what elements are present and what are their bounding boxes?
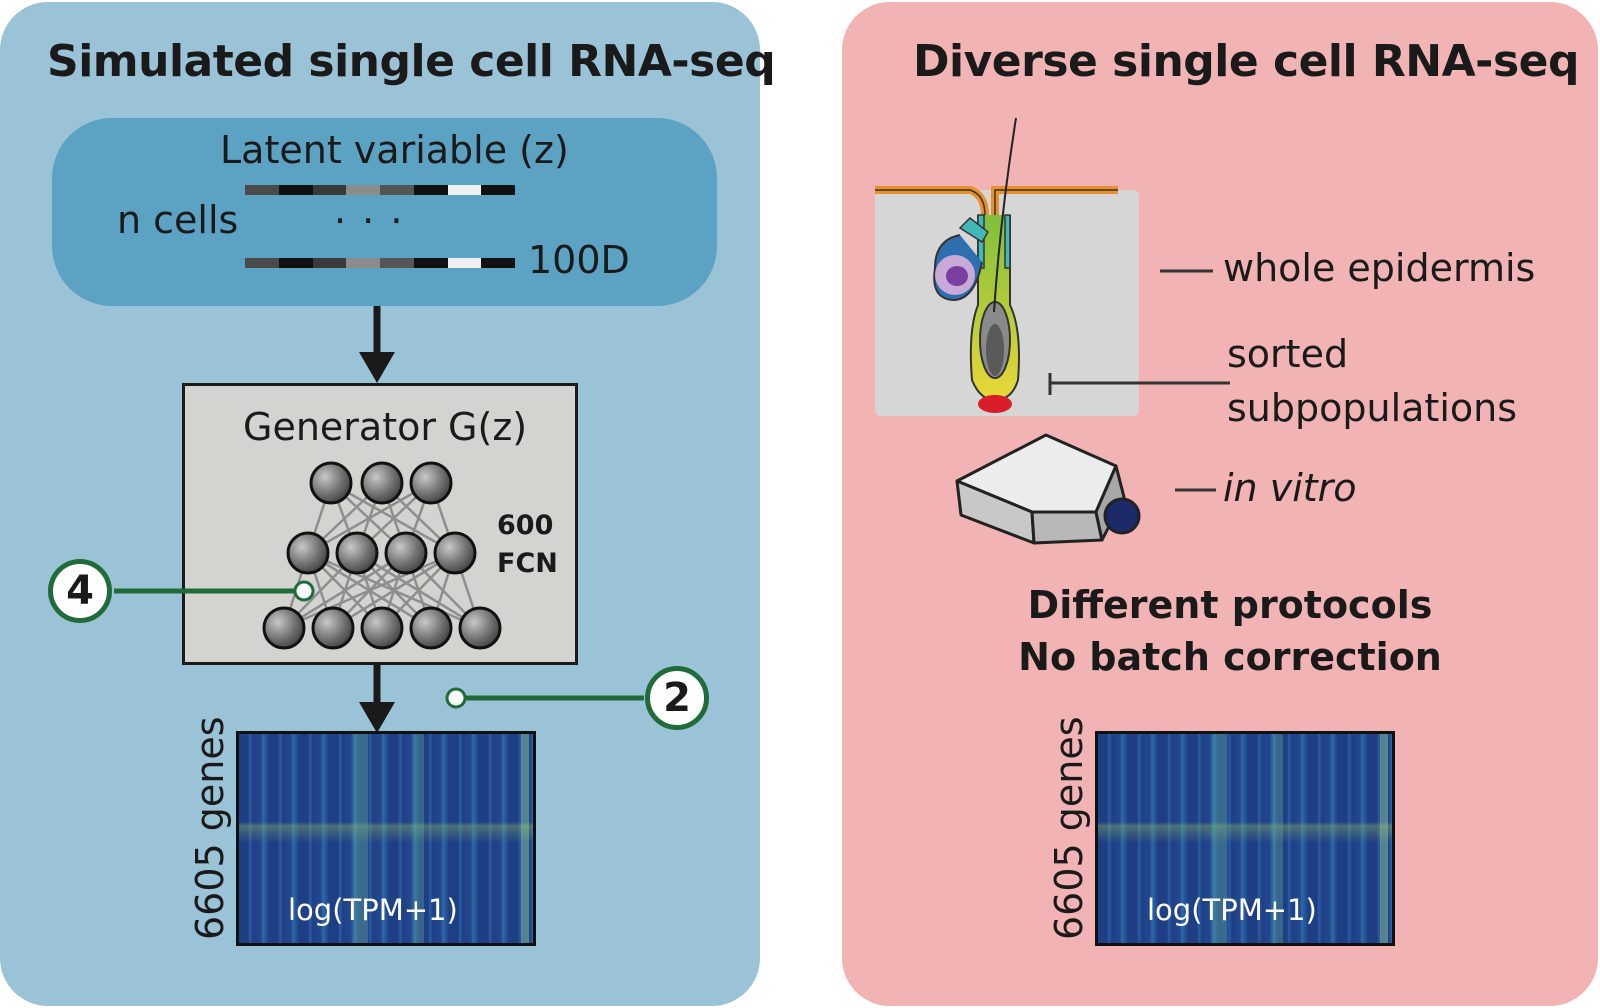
diverse-heatmap-label: log(TPM+1) xyxy=(1147,893,1317,927)
label-ticks xyxy=(1048,269,1230,492)
callout-4: 4 xyxy=(48,559,112,623)
diverse-heatmap xyxy=(1095,731,1395,946)
arrow-generator-to-heatmap xyxy=(359,665,395,733)
dimension-label: 100D xyxy=(528,238,630,282)
simulated-panel-title: Simulated single cell RNA-seq xyxy=(47,36,776,87)
latent-variable-title: Latent variable (z) xyxy=(220,128,569,172)
whole-epidermis-label: whole epidermis xyxy=(1223,246,1536,290)
latent-vector-bottom xyxy=(245,258,515,268)
diverse-panel-title: Diverse single cell RNA-seq xyxy=(913,36,1579,87)
simulated-heatmap xyxy=(236,731,536,946)
in-vitro-label: in vitro xyxy=(1223,466,1357,510)
fcn-label: FCN xyxy=(497,548,558,579)
hair-follicle-illustration xyxy=(875,117,1139,416)
ellipsis-label: . . . xyxy=(334,188,405,232)
protocols-line-1: Different protocols xyxy=(1027,583,1433,627)
network-nodes xyxy=(262,461,502,650)
callout-2-connector xyxy=(445,687,644,709)
protocols-line-2: No batch correction xyxy=(1018,635,1442,679)
latent-variable-box xyxy=(52,118,717,306)
sorted-label: sorted xyxy=(1227,332,1349,376)
latent-vector-top xyxy=(245,185,515,195)
generator-title: Generator G(z) xyxy=(243,405,528,449)
simulated-heatmap-label: log(TPM+1) xyxy=(288,893,458,927)
callout-4-connector xyxy=(114,580,315,602)
generator-box xyxy=(182,383,578,665)
n-cells-label: n cells xyxy=(117,198,239,242)
diverse-genes-label: 6605 genes xyxy=(1047,716,1091,940)
callout-2: 2 xyxy=(645,666,709,730)
arrow-latent-to-generator xyxy=(359,306,395,383)
culture-dish-illustration xyxy=(955,433,1141,545)
subpopulations-label: subpopulations xyxy=(1227,386,1518,430)
simulated-genes-label: 6605 genes xyxy=(188,716,232,940)
fcn-number: 600 xyxy=(497,510,554,541)
